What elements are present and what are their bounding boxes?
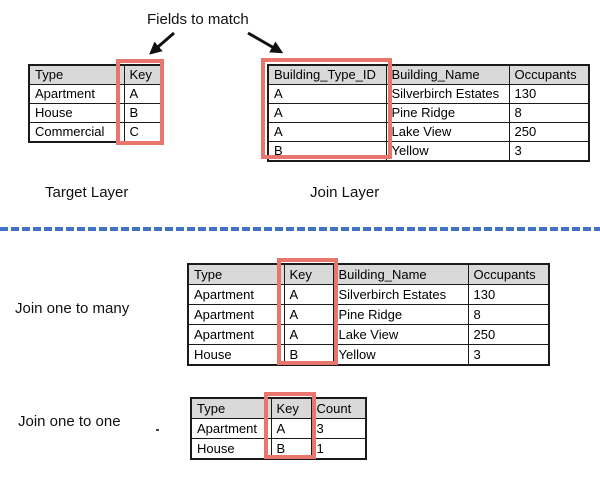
table-row: A Pine Ridge 8: [267, 103, 590, 123]
table-cell: Yellow: [332, 344, 469, 366]
table-cell: A: [123, 84, 162, 104]
otm-header-building-name: Building_Name: [332, 263, 469, 285]
table-cell: 250: [508, 122, 590, 142]
target-header-type: Type: [28, 64, 125, 85]
table-cell: A: [283, 304, 334, 325]
table-cell: Yellow: [385, 141, 510, 162]
join-header-occupants: Occupants: [508, 64, 590, 85]
table-row: Apartment A Lake View 250: [187, 324, 550, 345]
table-cell: A: [267, 103, 387, 123]
join-header-building-type-id: Building_Type_ID: [267, 64, 387, 85]
otm-header-occupants: Occupants: [467, 263, 550, 285]
table-cell: 8: [467, 304, 550, 325]
table-cell: 8: [508, 103, 590, 123]
table-cell: Apartment: [190, 418, 272, 439]
arrow-to-target-key-icon: [149, 31, 175, 55]
section-divider: [0, 227, 600, 231]
table-row: House B: [28, 103, 162, 123]
table-row: House B 1: [190, 438, 367, 460]
table-row: House B Yellow 3: [187, 344, 550, 366]
oto-header-count: Count: [310, 397, 367, 419]
one-to-one-table: Type Key Count Apartment A 3 House B 1: [190, 397, 367, 460]
table-cell: Apartment: [187, 324, 285, 345]
table-row: Apartment A Silverbirch Estates 130: [187, 284, 550, 305]
table-cell: 3: [467, 344, 550, 366]
table-cell: A: [267, 84, 387, 104]
oto-header-key: Key: [270, 397, 312, 419]
table-cell: 3: [310, 418, 367, 439]
otm-header-key: Key: [283, 263, 334, 285]
table-cell: 1: [310, 438, 367, 460]
table-cell: Pine Ridge: [385, 103, 510, 123]
table-cell: Commercial: [28, 122, 125, 143]
target-layer-label: Target Layer: [45, 184, 129, 201]
table-cell: Silverbirch Estates: [385, 84, 510, 104]
join-layer-table: Building_Type_ID Building_Name Occupants…: [267, 64, 590, 162]
table-cell: 130: [508, 84, 590, 104]
table-cell: House: [28, 103, 125, 123]
target-header-key: Key: [123, 64, 162, 85]
table-row: B Yellow 3: [267, 141, 590, 162]
table-row: Commercial C: [28, 122, 162, 143]
table-cell: House: [190, 438, 272, 460]
join-layer-label: Join Layer: [310, 184, 380, 201]
arrow-to-join-key-icon: [247, 31, 284, 54]
table-header-row: Building_Type_ID Building_Name Occupants: [267, 64, 590, 85]
table-cell: Apartment: [187, 284, 285, 305]
table-cell: B: [283, 344, 334, 366]
fields-to-match-arrows: [149, 31, 284, 55]
one-to-many-table: Type Key Building_Name Occupants Apartme…: [187, 263, 550, 366]
join-one-to-many-label: Join one to many: [15, 300, 130, 317]
table-header-row: Type Key Building_Name Occupants: [187, 263, 550, 285]
table-cell: Silverbirch Estates: [332, 284, 469, 305]
table-cell: 130: [467, 284, 550, 305]
table-cell: Apartment: [28, 84, 125, 104]
table-cell: C: [123, 122, 162, 143]
join-one-to-one-label: Join one to one: [18, 413, 121, 430]
table-cell: B: [123, 103, 162, 123]
table-cell: A: [267, 122, 387, 142]
table-cell: 3: [508, 141, 590, 162]
table-row: A Silverbirch Estates 130: [267, 84, 590, 104]
table-header-row: Type Key: [28, 64, 162, 85]
table-cell: A: [283, 324, 334, 345]
join-header-building-name: Building_Name: [385, 64, 510, 85]
table-cell: Lake View: [332, 324, 469, 345]
otm-header-type: Type: [187, 263, 285, 285]
table-cell: Pine Ridge: [332, 304, 469, 325]
target-layer-table: Type Key Apartment A House B Commercial …: [28, 64, 162, 143]
table-cell: B: [270, 438, 312, 460]
oto-header-type: Type: [190, 397, 272, 419]
stray-dot: [156, 429, 159, 431]
table-cell: B: [267, 141, 387, 162]
table-row: Apartment A 3: [190, 418, 367, 439]
table-cell: 250: [467, 324, 550, 345]
table-header-row: Type Key Count: [190, 397, 367, 419]
table-cell: Lake View: [385, 122, 510, 142]
table-row: Apartment A: [28, 84, 162, 104]
table-row: A Lake View 250: [267, 122, 590, 142]
table-cell: A: [283, 284, 334, 305]
fields-to-match-label: Fields to match: [147, 11, 249, 28]
table-cell: House: [187, 344, 285, 366]
table-cell: Apartment: [187, 304, 285, 325]
table-row: Apartment A Pine Ridge 8: [187, 304, 550, 325]
table-cell: A: [270, 418, 312, 439]
